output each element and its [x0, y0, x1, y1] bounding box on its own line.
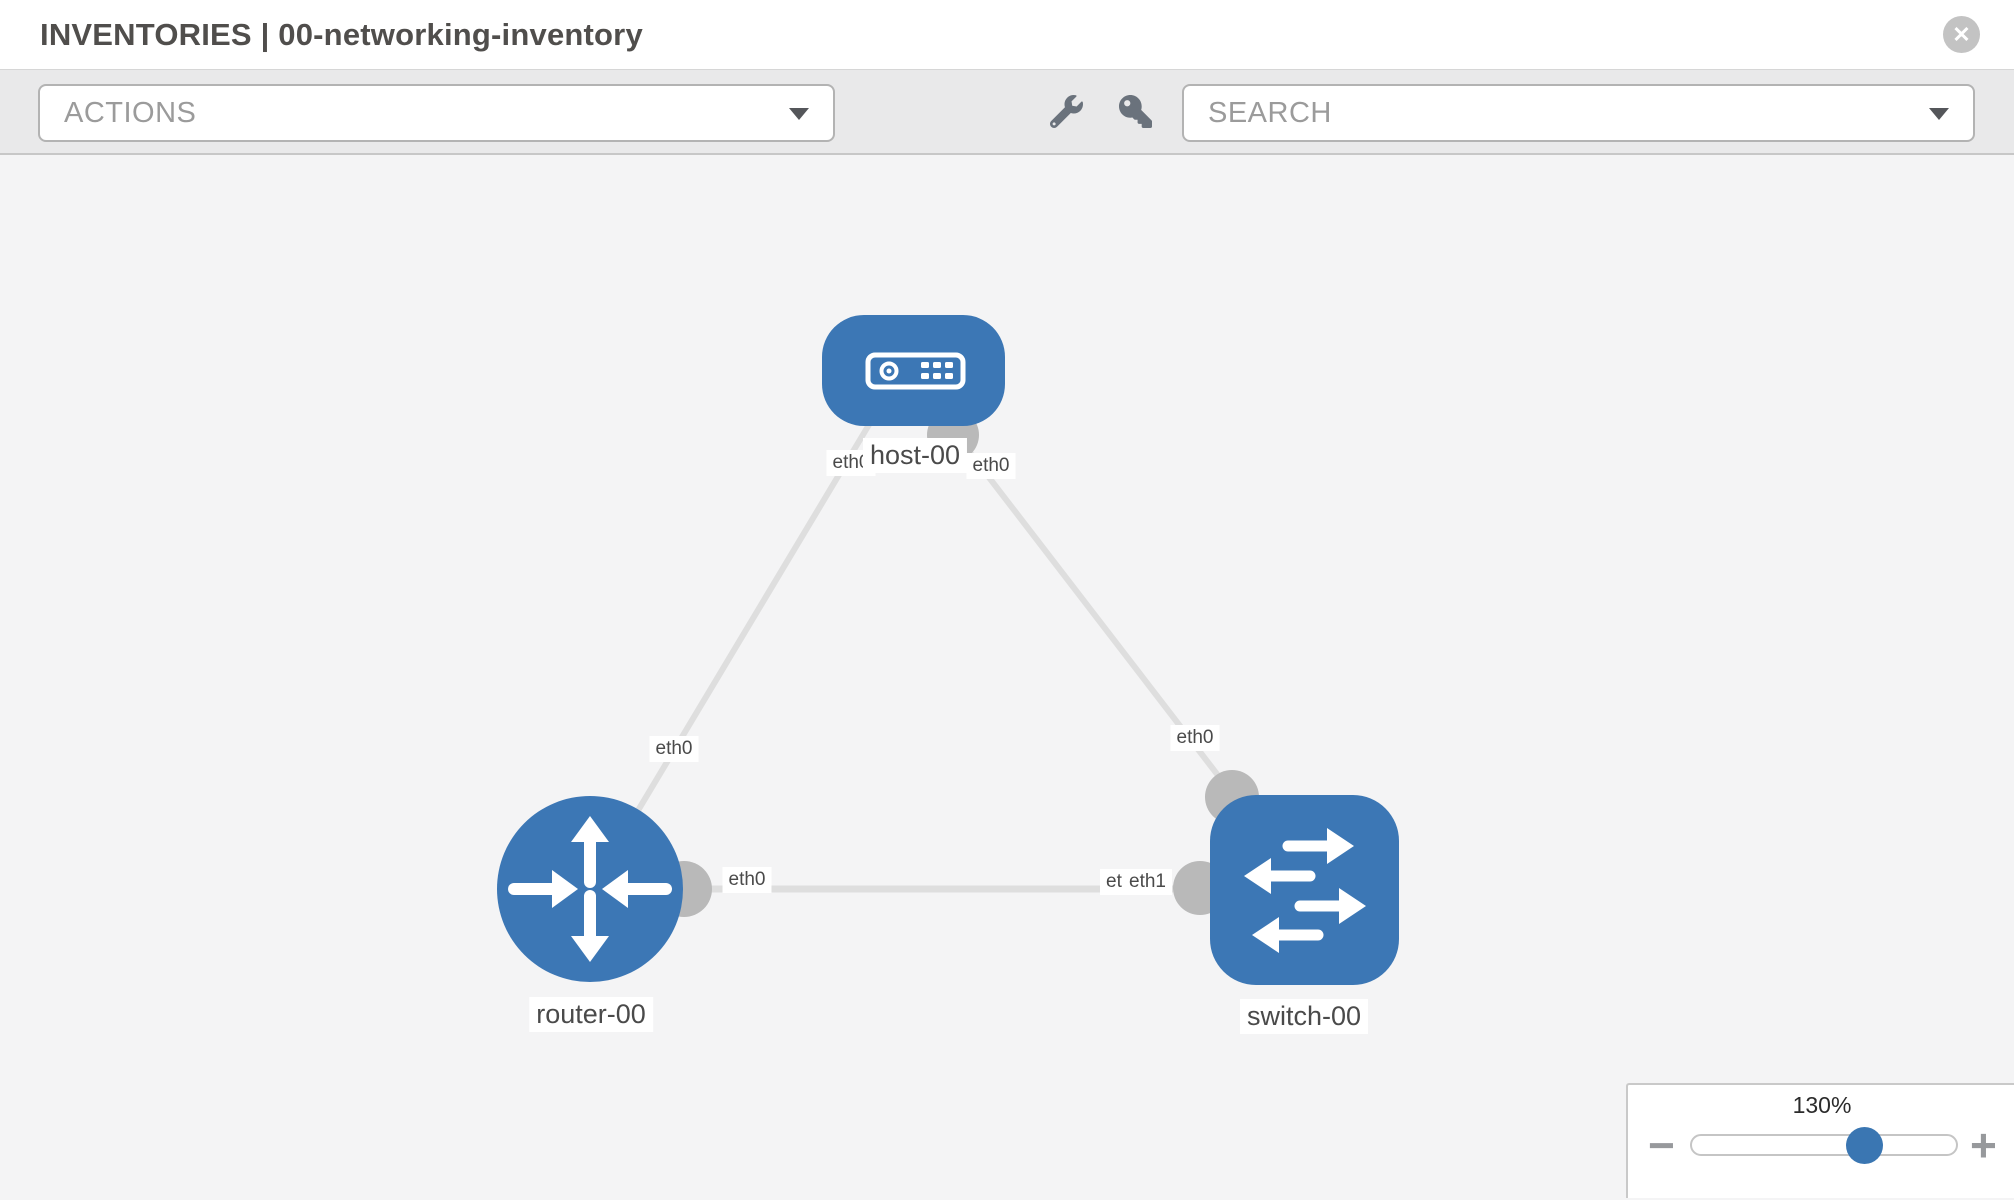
node-label-host: host-00 [862, 438, 968, 473]
topology-graph [497, 315, 1399, 985]
port-label-switch-eth1-left: eth1 [1123, 869, 1172, 895]
header: INVENTORIES | 00-networking-inventory ✕ [0, 0, 2014, 70]
minus-icon: − [1648, 1119, 1675, 1171]
configure-button[interactable] [1044, 92, 1088, 136]
close-icon: ✕ [1952, 21, 1971, 47]
chevron-down-icon [1929, 108, 1949, 120]
node-label-router: router-00 [529, 997, 653, 1032]
switch-icon [1244, 828, 1366, 953]
actions-dropdown-label: ACTIONS [64, 96, 197, 129]
port-label-router-eth0-right: eth0 [722, 867, 772, 893]
zoom-panel: 130% − + [1626, 1083, 2014, 1198]
actions-dropdown[interactable]: ACTIONS [38, 84, 835, 142]
zoom-out-button[interactable]: − [1648, 1115, 1675, 1175]
host-node[interactable] [822, 315, 1005, 426]
toolbar: ACTIONS SEARCH [0, 70, 2014, 155]
zoom-slider-track[interactable] [1690, 1127, 1958, 1164]
port-label-host-eth0-right: eth0 [966, 453, 1016, 479]
switch-node[interactable] [1210, 795, 1399, 985]
chevron-down-icon [789, 108, 809, 120]
zoom-level: 130% [1792, 1092, 1852, 1118]
page-title: INVENTORIES | 00-networking-inventory [40, 17, 643, 52]
router-icon [508, 816, 672, 962]
wrench-icon [1049, 95, 1083, 133]
port-label-switch-eth0-top: eth0 [1170, 725, 1220, 751]
credentials-button[interactable] [1113, 92, 1157, 136]
search-dropdown[interactable]: SEARCH [1182, 84, 1975, 142]
port-label-router-eth0-top: eth0 [649, 736, 699, 762]
zoom-slider-knob[interactable] [1846, 1127, 1883, 1164]
key-icon [1118, 95, 1152, 133]
node-label-switch: switch-00 [1239, 999, 1369, 1034]
zoom-in-button[interactable]: + [1970, 1115, 1997, 1175]
search-dropdown-label: SEARCH [1208, 96, 1332, 129]
plus-icon: + [1970, 1119, 1997, 1171]
router-node[interactable] [497, 796, 683, 982]
topology-canvas[interactable]: host-00 router-00 switch-00 eth0 eth0 et… [0, 155, 2014, 1198]
host-icon [865, 352, 966, 390]
close-button[interactable]: ✕ [1943, 16, 1980, 53]
